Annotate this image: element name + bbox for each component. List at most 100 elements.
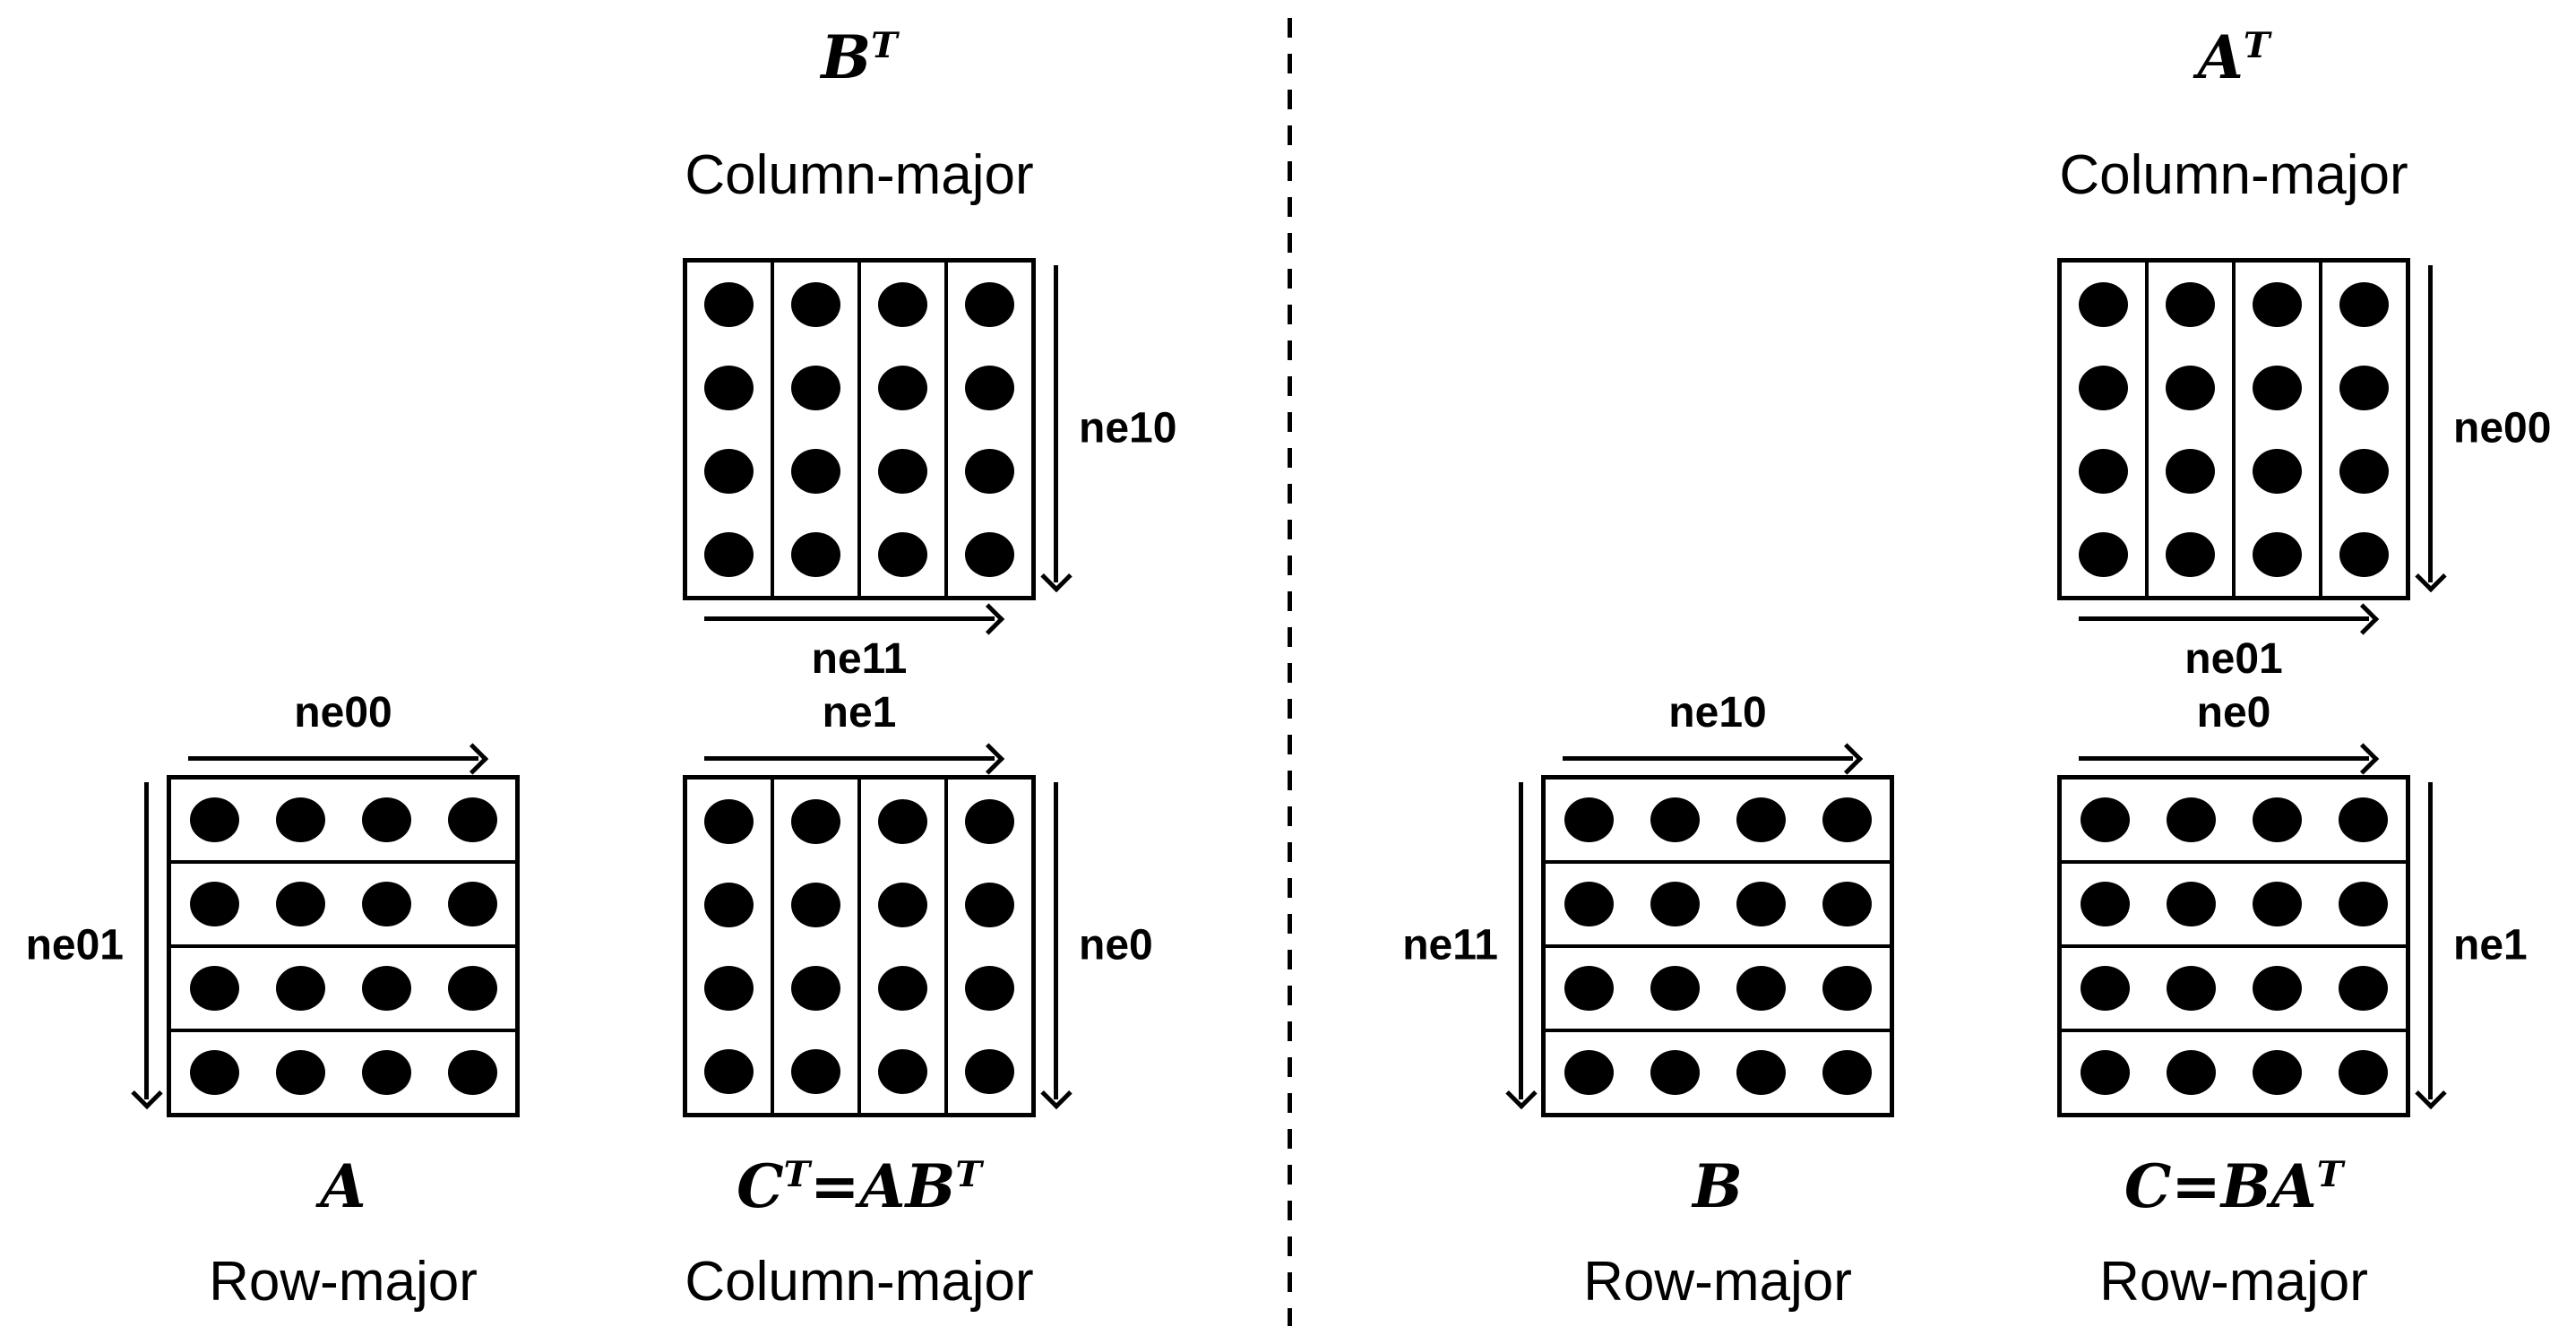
matrix-dot [361, 882, 411, 926]
matrix-dot [965, 448, 1014, 494]
matrix-grid [683, 775, 1036, 1117]
matrix-dot [965, 281, 1014, 327]
matrix-cell [2062, 780, 2406, 864]
matrix-cell [2062, 1032, 2406, 1113]
matrix-dot [2166, 966, 2216, 1011]
memory-layout-label: Column-major [685, 143, 1034, 206]
matrix-dot [2338, 882, 2388, 926]
matrix-dot [704, 1048, 754, 1094]
matrix-cell [687, 263, 774, 596]
matrix-dot [878, 965, 927, 1011]
matrix-dot [189, 966, 239, 1011]
matrix-dot [447, 1050, 497, 1095]
matrix-dot [791, 531, 840, 577]
matrix-cell [171, 864, 515, 948]
matrix-dot [878, 365, 927, 410]
matrix-cell [948, 780, 1031, 1113]
matrix-dot [1736, 882, 1786, 926]
matrix-dot [791, 448, 840, 494]
matrix-dot [878, 798, 927, 844]
matrix-dot [704, 531, 754, 577]
down-arrow-icon [2428, 265, 2433, 582]
matrix-dot [2166, 281, 2215, 327]
matrix-cell [2322, 263, 2406, 596]
matrix-dot [2080, 797, 2130, 842]
matrix-cell [1546, 948, 1890, 1032]
matrix-dot [2079, 448, 2128, 494]
matrix-dot [2166, 531, 2215, 577]
matrix-dot [447, 797, 497, 842]
matrix-dot [447, 966, 497, 1011]
matrix-dot [2080, 882, 2130, 926]
matrix-dot [965, 882, 1014, 927]
dimension-label: ne1 [822, 689, 897, 737]
matrix-cell [774, 263, 861, 596]
matrix-dot [361, 797, 411, 842]
matrix-dot [878, 531, 927, 577]
dimension-label: ne0 [1079, 921, 1153, 969]
matrix-dot [965, 531, 1014, 577]
matrix-dot [791, 281, 840, 327]
matrix-dot [2252, 882, 2302, 926]
matrix-title: CT=ABT [737, 1151, 982, 1221]
matrix-dot [1736, 1050, 1786, 1095]
matrix-dot [1564, 797, 1614, 842]
matrix-title: C=BAT [2124, 1151, 2344, 1221]
matrix-grid [167, 775, 520, 1117]
matrix-dot [189, 882, 239, 926]
matrix-dot [2166, 882, 2216, 926]
matrix-b: ne10 ne11 B Row-major [1402, 689, 1894, 1313]
matrix-c: ne0 ne1 C=BAT Row-major [2057, 689, 2528, 1313]
matrix-grid [2057, 775, 2410, 1117]
matrix-cell [774, 780, 861, 1113]
matrix-cell [2062, 864, 2406, 948]
right-arrow-icon [188, 756, 478, 761]
matrix-dot [704, 798, 754, 844]
matrix-dot [704, 448, 754, 494]
matrix-dot [361, 1050, 411, 1095]
matrix-dot [965, 1048, 1014, 1094]
matrix-dot [704, 281, 754, 327]
matrix-dot [878, 281, 927, 327]
matrix-dot [2339, 448, 2389, 494]
matrix-dot [2079, 365, 2128, 410]
matrix-a-transpose: AT Column-major ne00 ne01 [2057, 23, 2551, 683]
panel-divider [1288, 18, 1292, 1326]
matrix-dot [2166, 1050, 2216, 1095]
matrix-dot [1736, 797, 1786, 842]
matrix-dot [2339, 365, 2389, 410]
matrix-dot [1650, 966, 1700, 1011]
matrix-dot [965, 798, 1014, 844]
matrix-dot [791, 882, 840, 927]
matrix-dot [2080, 1050, 2130, 1095]
matrix-dot [878, 882, 927, 927]
dimension-label: ne0 [2196, 689, 2271, 737]
memory-layout-label: Row-major [209, 1251, 478, 1313]
matrix-title: BT [821, 22, 898, 93]
matrix-grid [683, 258, 1036, 600]
down-arrow-icon [1519, 782, 1523, 1099]
matrix-cell [2149, 263, 2236, 596]
matrix-dot [2253, 531, 2302, 577]
matrix-dot [275, 1050, 325, 1095]
matrix-dot [1650, 797, 1700, 842]
down-arrow-icon [2428, 782, 2433, 1099]
down-arrow-icon [1054, 265, 1058, 582]
matrix-cell [1546, 1032, 1890, 1113]
matrix-dot [1736, 966, 1786, 1011]
right-arrow-icon [704, 756, 995, 761]
matrix-cell [1546, 864, 1890, 948]
matrix-dot [2339, 281, 2389, 327]
matrix-dot [1650, 882, 1700, 926]
dimension-label: ne1 [2453, 921, 2528, 969]
matrix-b-transpose: BT Column-major ne10 ne11 [683, 23, 1176, 683]
matrix-dot [361, 966, 411, 1011]
matrix-title: A [320, 1151, 366, 1221]
matrix-dot [1564, 882, 1614, 926]
matrix-dot [1564, 966, 1614, 1011]
matrix-cell [2062, 948, 2406, 1032]
matrix-cell [2236, 263, 2322, 596]
matrix-dot [1564, 1050, 1614, 1095]
down-arrow-icon [1054, 782, 1058, 1099]
